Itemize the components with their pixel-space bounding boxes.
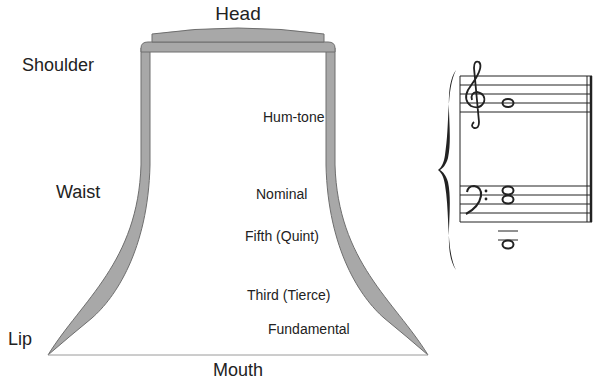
part-name: Lip	[8, 330, 32, 350]
part-name: Shoulder	[22, 56, 94, 76]
mouth-line	[48, 355, 428, 356]
partial-name: Nominal	[256, 187, 307, 202]
music-staff	[438, 62, 592, 270]
partial-name: Hum-tone	[263, 110, 324, 125]
ledger-line	[498, 231, 518, 232]
partial-name: Fundamental	[268, 322, 350, 337]
treble-clef	[466, 62, 484, 129]
bass-clef	[466, 186, 481, 214]
system-line	[460, 76, 461, 222]
final-bar-thick	[590, 76, 593, 222]
bass-staff	[460, 186, 592, 222]
whole-notes	[498, 99, 518, 249]
part-name: Mouth	[213, 361, 263, 381]
whole-note	[503, 196, 514, 204]
whole-note	[503, 99, 514, 107]
part-name: Waist	[56, 183, 100, 203]
whole-note	[503, 187, 514, 195]
bass-clef-dot	[485, 198, 488, 201]
brace	[438, 70, 456, 270]
part-name: Head	[215, 4, 260, 25]
bell-wall-right	[326, 48, 428, 355]
bass-clef-dot	[485, 190, 488, 193]
bell-section	[48, 28, 428, 355]
bell-wall-left	[48, 48, 150, 355]
partial-name: Third (Tierce)	[247, 288, 331, 303]
final-bar-thin	[587, 76, 588, 222]
bell-shoulder	[141, 42, 335, 52]
partial-name: Fifth (Quint)	[245, 229, 319, 244]
bell-head	[152, 28, 324, 42]
whole-note	[503, 241, 514, 249]
